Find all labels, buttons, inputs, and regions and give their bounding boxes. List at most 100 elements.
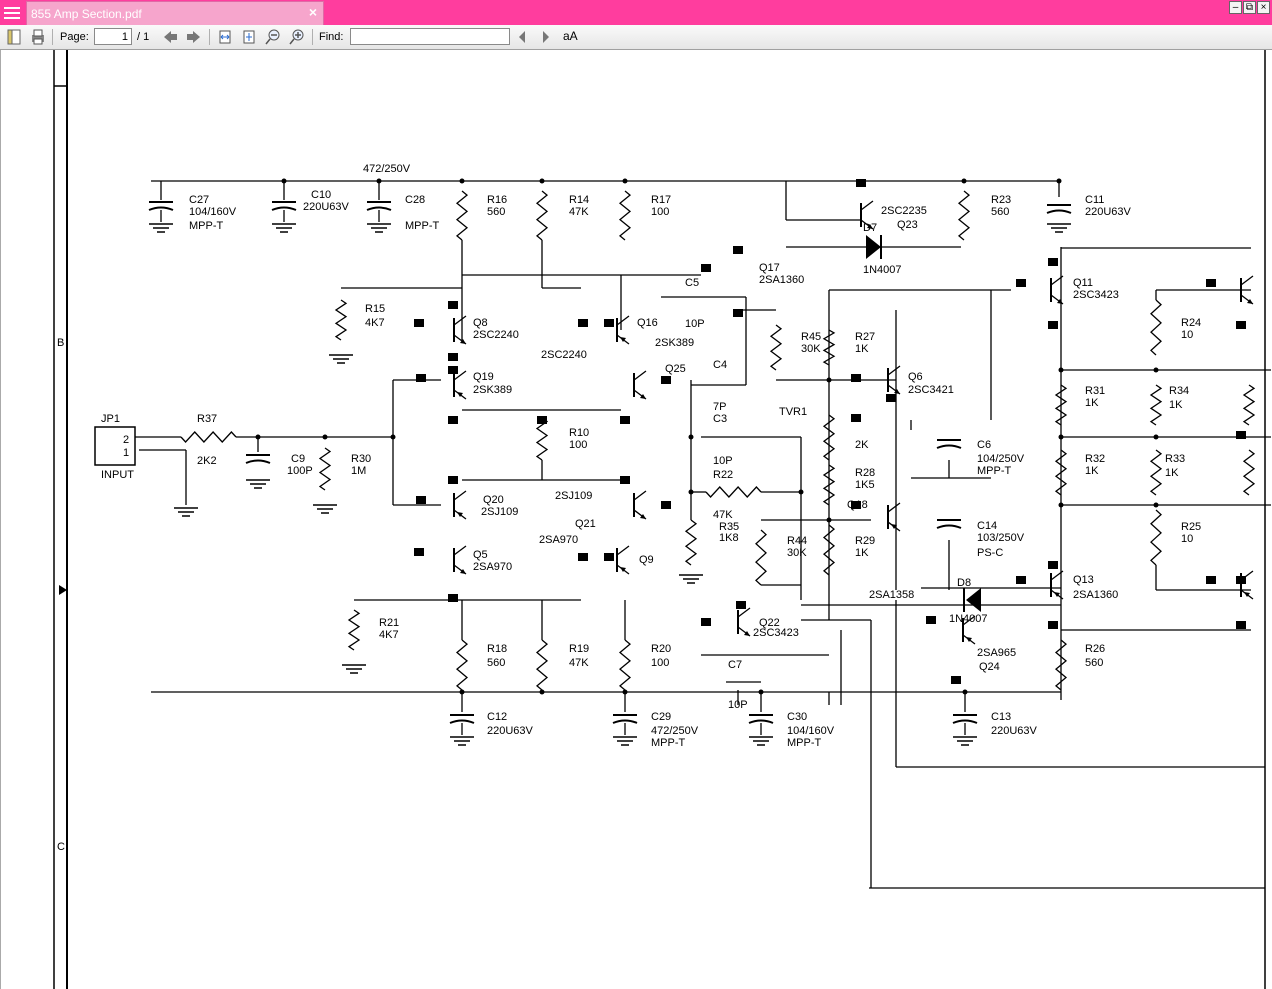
component-label: R16 [487, 194, 507, 206]
pad [448, 594, 458, 602]
component-label: 2SJ109 [481, 506, 518, 518]
transistor-arrow [620, 337, 626, 342]
component-label: 2SA970 [539, 534, 578, 546]
component-label: 47K [569, 206, 589, 218]
resistor [1149, 384, 1163, 426]
pad [701, 618, 711, 626]
component-label: 47K [713, 509, 733, 521]
component-label: 1K5 [855, 479, 875, 491]
component-label: 2SK389 [473, 384, 512, 396]
junction-dot [826, 377, 832, 383]
component-label: Q8 [473, 317, 488, 329]
fit-width-icon[interactable] [217, 28, 233, 46]
component-label: Q5 [473, 549, 488, 561]
resistor [822, 464, 836, 506]
previous-page-icon[interactable] [162, 28, 178, 46]
component-label: R35 [719, 521, 739, 533]
resistor [755, 529, 767, 586]
zoom-in-icon[interactable] [289, 28, 305, 46]
component-label: R26 [1085, 643, 1105, 655]
component-label: 220U63V [1085, 206, 1132, 218]
component-label: 2SJ109 [555, 490, 592, 502]
transistor-arrow [460, 569, 466, 574]
capacitor [1046, 209, 1072, 214]
junction-dot [688, 434, 694, 440]
component-label: Q13 [1073, 574, 1094, 586]
component-label: R29 [855, 535, 875, 547]
component-label: 104/160V [189, 206, 237, 218]
resistor [1054, 384, 1068, 426]
junction-dot [376, 178, 382, 184]
component-label: 103/250V [977, 532, 1025, 544]
component-label: 2SA1360 [759, 274, 804, 286]
find-next-icon[interactable] [540, 28, 552, 46]
component-label: C10 [311, 189, 331, 201]
component-label: R14 [569, 194, 589, 206]
minimize-button[interactable]: – [1229, 1, 1242, 14]
junction-dot [798, 489, 804, 495]
junction-dot [1153, 367, 1159, 373]
junction-dot [622, 689, 628, 695]
capacitor [449, 719, 475, 724]
junction-dot [1058, 434, 1064, 440]
pad [414, 319, 424, 327]
component-label: R37 [197, 413, 217, 425]
page-number-input[interactable] [94, 28, 132, 45]
pad [604, 319, 614, 327]
zoom-out-icon[interactable] [265, 28, 281, 46]
document-tab[interactable]: 855 Amp Section.pdf × [26, 1, 324, 25]
junction-dot [1153, 502, 1159, 508]
component-label: D7 [863, 222, 877, 234]
fit-page-icon[interactable] [241, 28, 257, 46]
component-label: 4K7 [365, 317, 385, 329]
component-label: MPP-T [787, 737, 822, 749]
component-label: 2SC3423 [753, 627, 799, 639]
find-previous-icon[interactable] [516, 28, 528, 46]
component-label: 1K [855, 343, 869, 355]
component-label: MPP-T [405, 220, 440, 232]
border-mark: C [57, 841, 65, 853]
component-label: Q9 [639, 554, 654, 566]
find-input[interactable] [350, 28, 510, 45]
wire [737, 607, 751, 618]
close-window-button[interactable]: × [1257, 1, 1270, 14]
resistor [1054, 639, 1068, 691]
junction-dot [962, 689, 968, 695]
component-label: R17 [651, 194, 671, 206]
junction-dot [281, 178, 287, 184]
component-label: 4K7 [379, 629, 399, 641]
component-label: 2SC2240 [541, 349, 587, 361]
print-icon[interactable] [30, 28, 46, 46]
page-total: / 1 [137, 31, 150, 43]
component-label: Q21 [575, 518, 596, 530]
transistor-arrow [894, 389, 900, 394]
next-page-icon[interactable] [186, 28, 202, 46]
pad [448, 353, 458, 361]
component-label: C11 [1085, 194, 1104, 206]
pad [620, 476, 630, 484]
component-label: Q17 [759, 262, 780, 274]
wire [453, 545, 467, 556]
tab-close-icon[interactable]: × [308, 4, 317, 20]
transistor-arrow [966, 637, 972, 642]
component-label: R25 [1181, 521, 1201, 533]
wire [453, 490, 467, 501]
component-label: 2K2 [197, 455, 217, 467]
junction-dot [390, 434, 396, 440]
resistor [455, 190, 469, 241]
wire [887, 502, 901, 513]
pad [733, 246, 743, 254]
hamburger-menu-icon[interactable] [4, 4, 20, 20]
match-case-toggle[interactable]: aA [563, 29, 578, 43]
component-label: C13 [991, 711, 1011, 723]
component-label: 220U63V [303, 201, 350, 213]
component-label: 560 [487, 657, 505, 669]
pad [733, 309, 743, 317]
restore-button[interactable]: ⧉ [1243, 1, 1256, 14]
pad [414, 548, 424, 556]
sidebar-toggle-icon[interactable] [6, 28, 22, 46]
component-label: 2SC3423 [1073, 289, 1119, 301]
pad [416, 374, 426, 382]
pad [926, 616, 936, 624]
